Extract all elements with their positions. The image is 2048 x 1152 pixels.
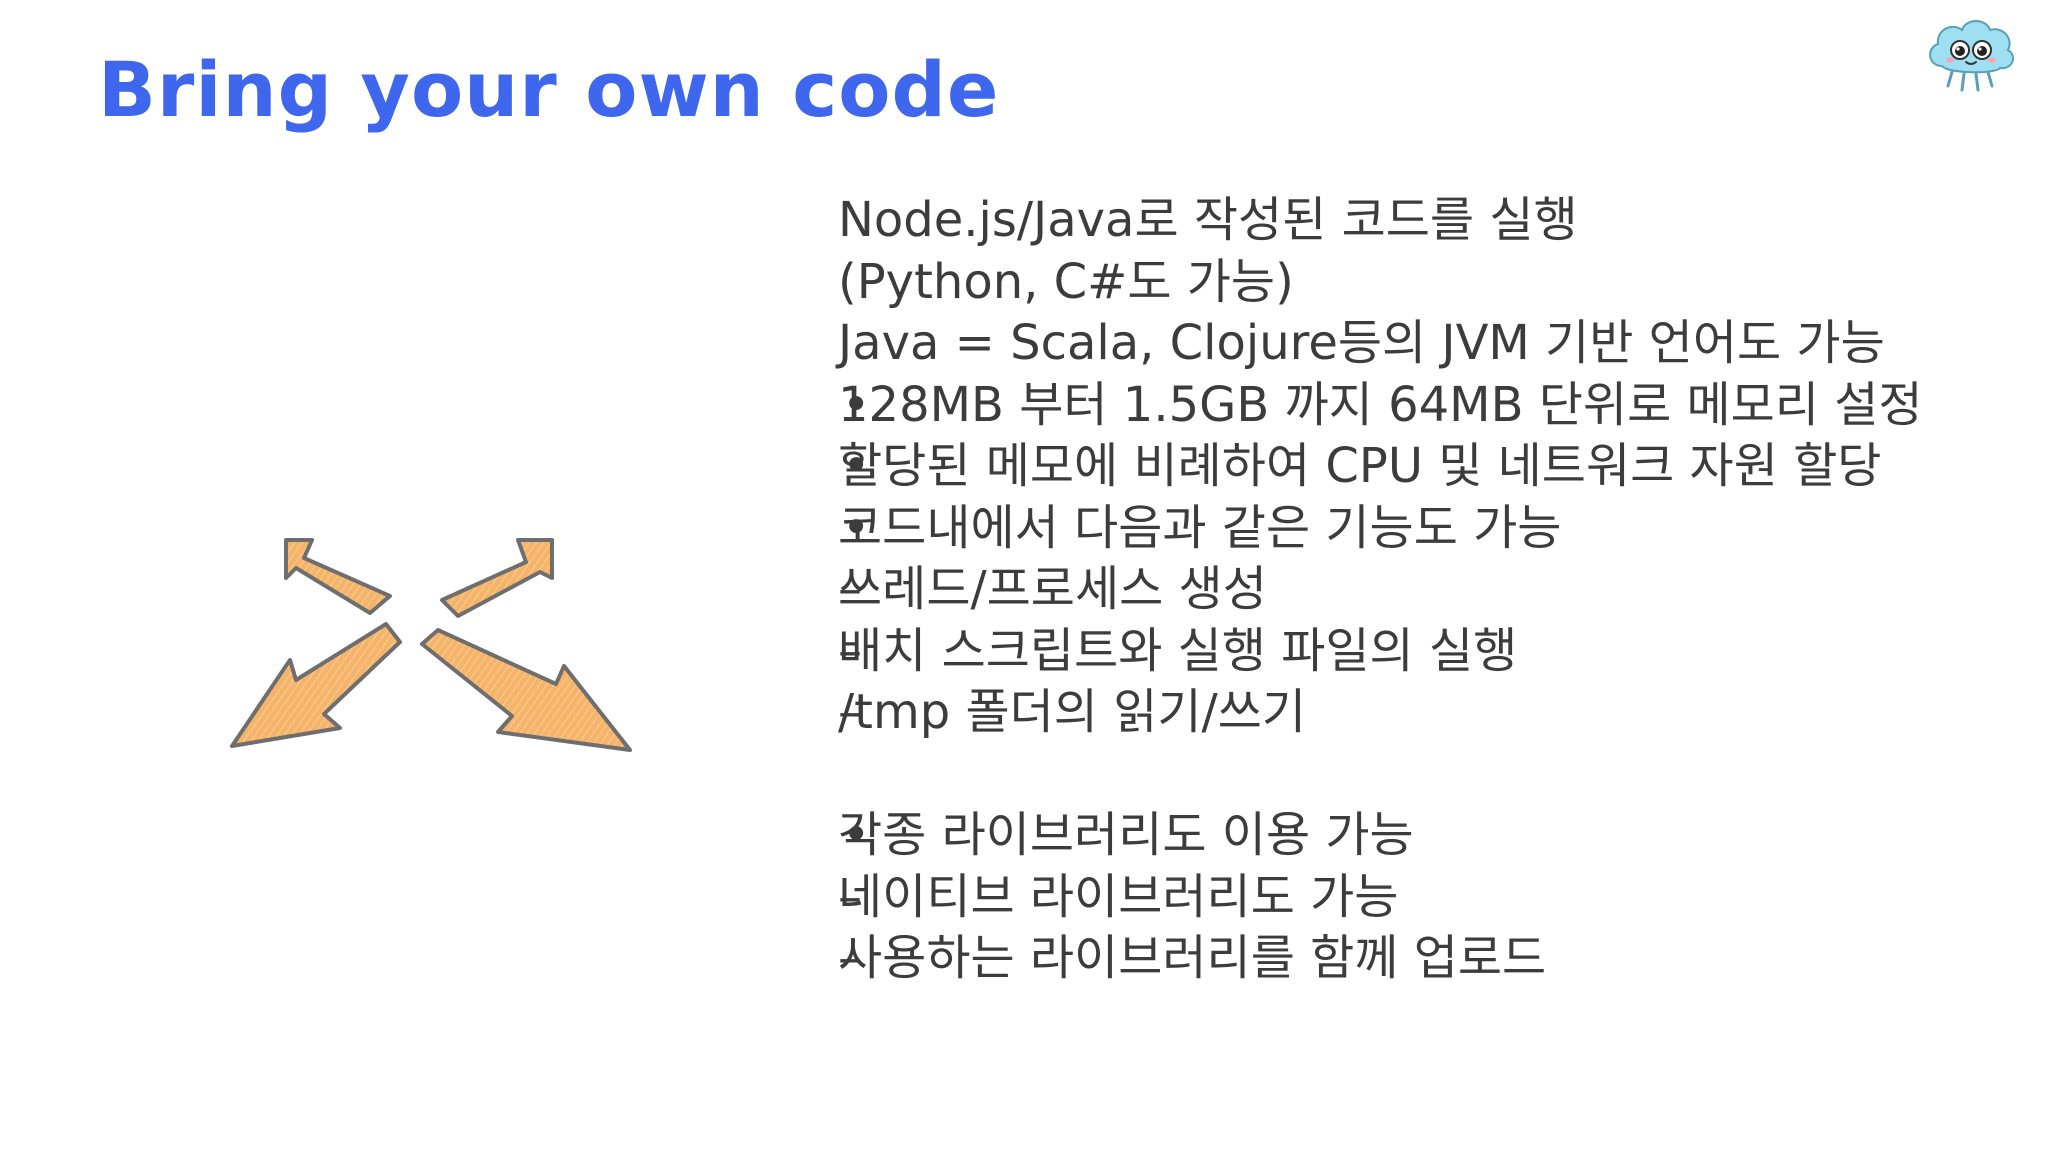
- bullet-item: •할당된 메모에 비례하여 CPU 및 네트워크 자원 할당: [838, 436, 2018, 498]
- text-line: Java = Scala, Clojure등의 JVM 기반 언어도 가능: [838, 313, 2018, 375]
- bullet-marker: •: [842, 438, 871, 494]
- line-text: (Python, C#도 가능): [838, 253, 1294, 310]
- dash-marker: –: [838, 868, 862, 925]
- sub-item: –쓰레드/프로세스 생성: [838, 559, 2018, 621]
- four-way-arrows-icon: [230, 538, 632, 752]
- body-text-list: Node.js/Java로 작성된 코드를 실행(Python, C#도 가능)…: [838, 190, 2018, 990]
- dash-marker: –: [838, 930, 862, 986]
- dash-marker: –: [838, 622, 862, 679]
- line-text: 할당된 메모에 비례하여 CPU 및 네트워크 자원 할당: [838, 438, 1882, 494]
- line-text: /tmp 폴더의 읽기/쓰기: [838, 684, 1307, 740]
- text-line: Node.js/Java로 작성된 코드를 실행: [838, 190, 2018, 252]
- slide-title: Bring your own code: [98, 45, 1000, 134]
- text-line: (Python, C#도 가능): [838, 252, 2018, 314]
- line-text: Node.js/Java로 작성된 코드를 실행: [838, 192, 1578, 248]
- bullet-marker: •: [842, 499, 871, 556]
- sub-item: –배치 스크립트와 실행 파일의 실행: [838, 621, 2018, 683]
- bullet-item: •코드내에서 다음과 같은 기능도 가능: [838, 498, 2018, 560]
- sub-item: –/tmp 폴더의 읽기/쓰기: [838, 682, 2018, 744]
- line-text: 배치 스크립트와 실행 파일의 실행: [838, 622, 1518, 679]
- dash-marker: –: [838, 684, 862, 740]
- sub-item: –사용하는 라이브러리를 함께 업로드: [838, 928, 2018, 990]
- bullet-marker: •: [842, 376, 871, 433]
- line-text: 사용하는 라이브러리를 함께 업로드: [838, 930, 1547, 986]
- line-text: 쓰레드/프로세스 생성: [838, 561, 1267, 617]
- line-text: 코드내에서 다음과 같은 기능도 가능: [838, 499, 1562, 556]
- bullet-item: •각종 라이브러리도 이용 가능: [838, 805, 2018, 867]
- dash-marker: –: [838, 561, 862, 617]
- line-text: 128MB 부터 1.5GB 까지 64MB 단위로 메모리 설정: [838, 376, 1923, 433]
- bullet-marker: •: [842, 807, 871, 863]
- line-text: 네이티브 라이브러리도 가능: [838, 868, 1399, 925]
- cloud-mascot-icon: [1929, 20, 2015, 92]
- bullet-item: •128MB 부터 1.5GB 까지 64MB 단위로 메모리 설정: [838, 375, 2018, 437]
- blank-line: [838, 744, 2018, 806]
- line-text: 각종 라이브러리도 이용 가능: [838, 807, 1414, 863]
- sub-item: –네이티브 라이브러리도 가능: [838, 867, 2018, 929]
- line-text: Java = Scala, Clojure등의 JVM 기반 언어도 가능: [838, 315, 1885, 371]
